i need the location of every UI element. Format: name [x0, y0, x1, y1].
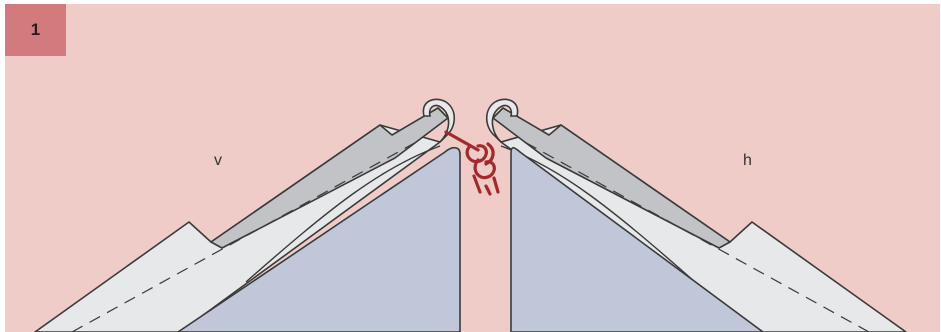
- left-curve: [245, 145, 441, 283]
- thread-tail-1: [472, 174, 482, 194]
- right-dashed-line: [520, 139, 870, 332]
- thread-loop-3: [484, 142, 495, 166]
- thread-loop-1: [465, 144, 488, 164]
- thread-tail-3: [484, 184, 492, 196]
- left-assembly: [34, 98, 461, 332]
- left-side-label: v: [214, 152, 222, 169]
- thread-loop-2: [473, 158, 496, 180]
- right-side-label: h: [743, 152, 752, 169]
- left-dashed-line: [71, 139, 421, 332]
- right-needle-plate: [510, 146, 764, 332]
- right-assembly: [485, 98, 907, 332]
- left-needle-plate: [177, 146, 461, 332]
- thread-stitch: [444, 130, 500, 196]
- thread-lead: [444, 130, 480, 152]
- thread-tail-2: [492, 176, 500, 194]
- step-number-badge: 1: [5, 4, 66, 56]
- right-hook: [485, 98, 519, 143]
- left-hook: [422, 98, 456, 143]
